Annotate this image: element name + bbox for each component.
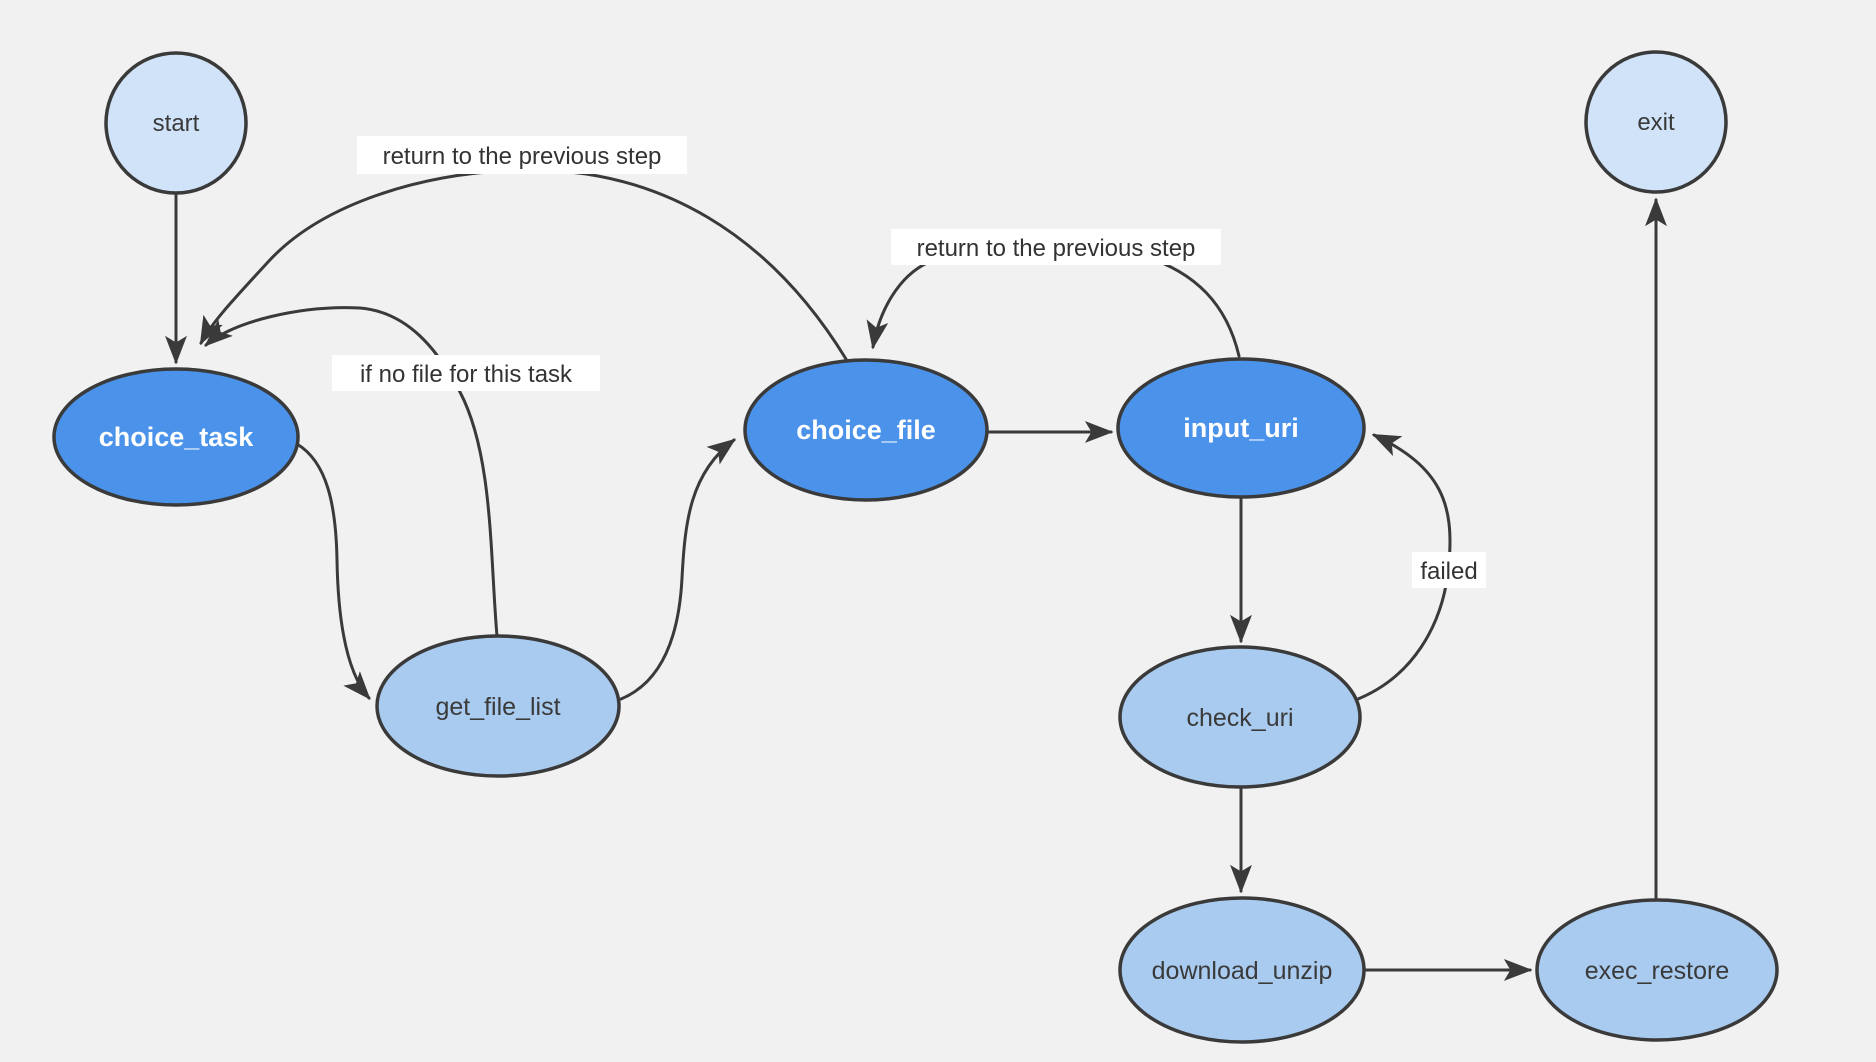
edge-choice-task-to-get-file-list [295, 442, 369, 698]
edge-label-bg [357, 136, 687, 174]
node-start-label: start [153, 110, 200, 137]
input-uri-ellipse [1116, 357, 1366, 499]
edge-choice-file-to-choice-task [199, 168, 848, 361]
node-choice-task: choice_task [52, 367, 300, 507]
node-exec-restore-label: exec_restore [1585, 957, 1730, 985]
edge-label-return-to-choice-file: return to the previous step [891, 229, 1221, 265]
node-start: start [104, 51, 248, 195]
node-check-uri-label: check_uri [1187, 704, 1294, 732]
edge-layer [176, 168, 1656, 970]
edge-label-bg [891, 229, 1221, 265]
node-layer: start exit choice_task get_file_list cho… [52, 50, 1779, 1044]
download-unzip-ellipse [1118, 896, 1366, 1044]
node-get-file-list: get_file_list [375, 634, 621, 778]
edge-label-text: return to the previous step [917, 235, 1196, 262]
node-check-uri: check_uri [1118, 645, 1362, 789]
edge-label-if-no-file: if no file for this task [332, 355, 600, 391]
edge-label-bg [1412, 552, 1486, 588]
node-exit: exit [1584, 50, 1728, 194]
edge-label-text: failed [1420, 558, 1477, 585]
edge-label-return-to-choice-task: return to the previous step [357, 136, 687, 174]
edge-get-file-list-to-choice-file [619, 438, 734, 701]
node-input-uri-label: input_uri [1183, 413, 1299, 443]
edge-label-text: return to the previous step [383, 143, 662, 170]
exec-restore-ellipse [1535, 898, 1779, 1042]
choice-file-ellipse [743, 358, 989, 502]
get-file-list-ellipse [375, 634, 621, 778]
node-exit-label: exit [1637, 109, 1675, 136]
start-circle [104, 51, 248, 195]
edge-label-bg [332, 355, 600, 391]
node-choice-task-label: choice_task [99, 422, 255, 452]
choice-task-ellipse [52, 367, 300, 507]
edge-label-failed: failed [1412, 552, 1486, 588]
edge-label-text: if no file for this task [360, 361, 573, 388]
check-uri-ellipse [1118, 645, 1362, 789]
node-download-unzip: download_unzip [1118, 896, 1366, 1044]
node-choice-file: choice_file [743, 358, 989, 502]
node-get-file-list-label: get_file_list [435, 693, 560, 721]
node-input-uri: input_uri [1116, 357, 1366, 499]
node-download-unzip-label: download_unzip [1152, 957, 1333, 985]
node-choice-file-label: choice_file [796, 415, 936, 445]
exit-circle [1584, 50, 1728, 194]
edge-label-layer: return to the previous step return to th… [332, 136, 1486, 588]
node-exec-restore: exec_restore [1535, 898, 1779, 1042]
edge-get-file-list-to-choice-task [206, 306, 499, 638]
